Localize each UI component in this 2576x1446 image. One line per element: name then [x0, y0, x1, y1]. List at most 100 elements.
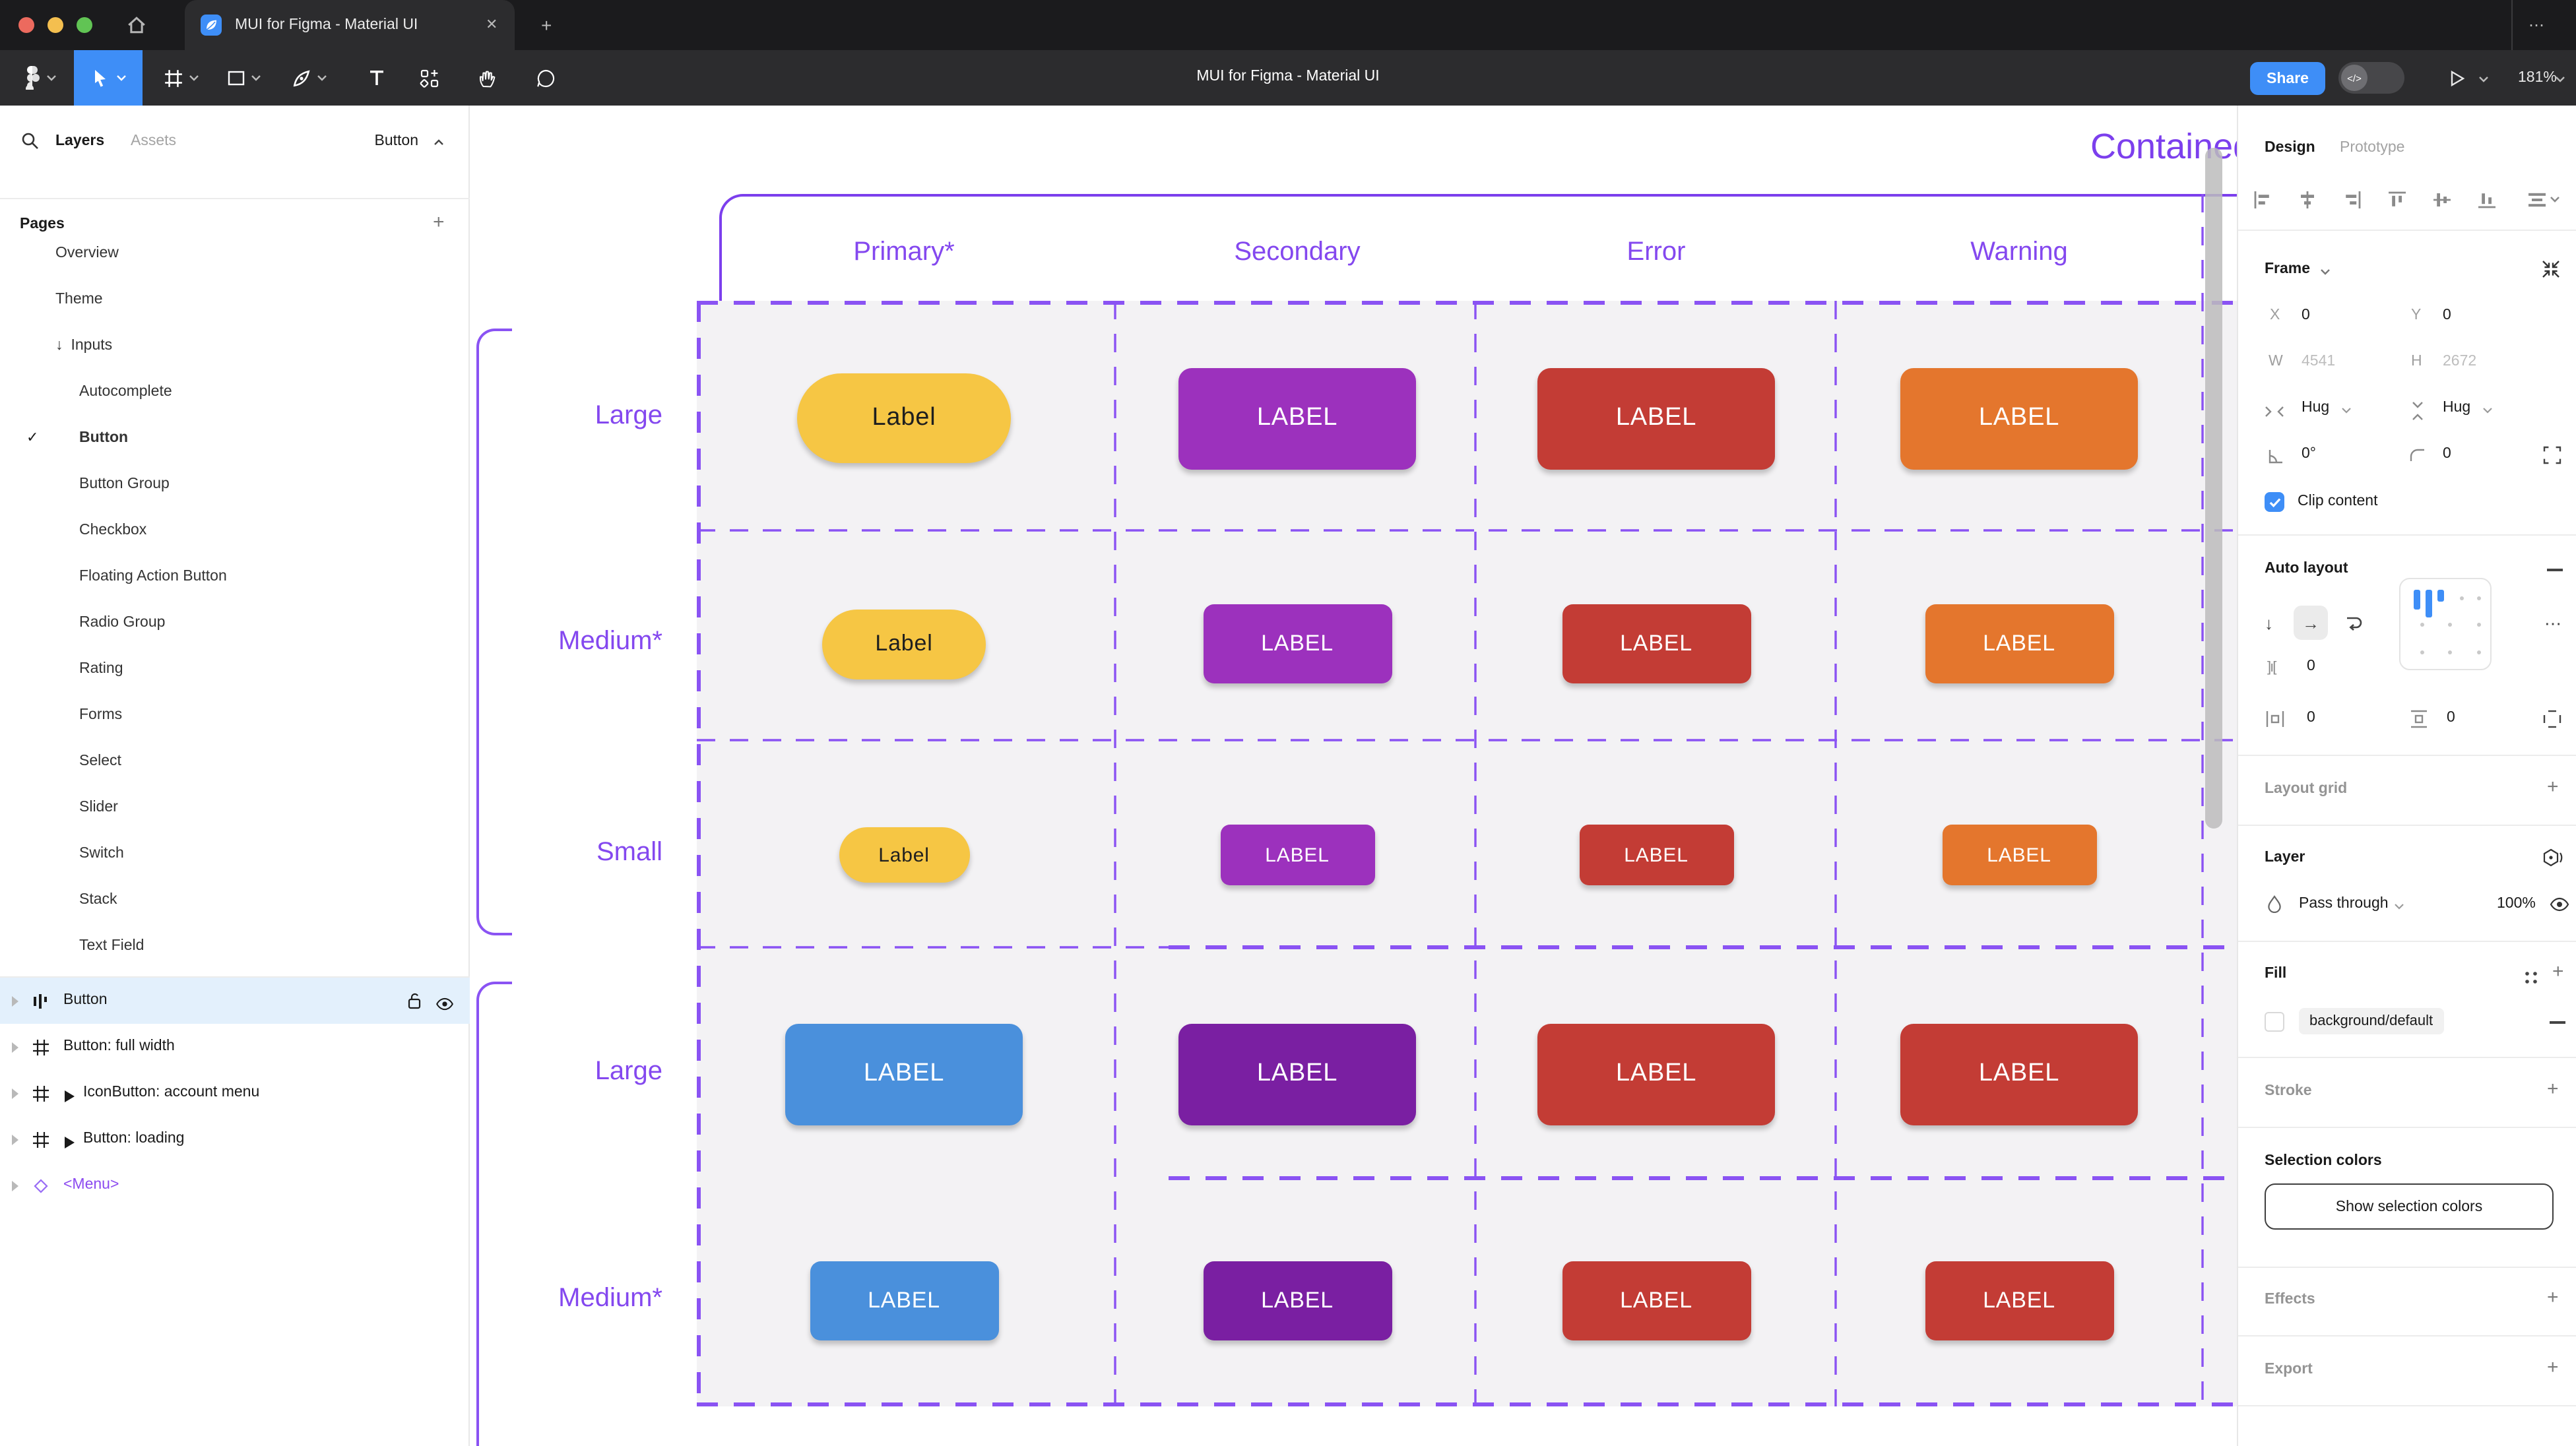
collapse-icon[interactable]	[2542, 260, 2560, 278]
x-value[interactable]: 0	[2302, 307, 2310, 323]
expand-chevron-icon[interactable]	[12, 996, 18, 1007]
window-zoom-light[interactable]	[77, 17, 92, 33]
align-top-icon[interactable]	[2389, 191, 2406, 208]
add-fill-icon[interactable]: +	[2552, 960, 2564, 983]
dev-mode-toggle[interactable]: </>	[2338, 62, 2404, 94]
canvas-button-row4-col2[interactable]: LABEL	[1178, 1023, 1416, 1125]
canvas[interactable]: Contained Primary*SecondaryErrorWarning	[470, 106, 2237, 1446]
styles-icon[interactable]	[2523, 970, 2539, 986]
canvas-button-row2-col1[interactable]: Label	[822, 609, 986, 679]
fill-color-swatch[interactable]	[2265, 1012, 2284, 1032]
tab-close-icon[interactable]: ✕	[486, 16, 498, 33]
corner-radius-value[interactable]: 0	[2443, 446, 2451, 462]
horizontal-padding-value[interactable]: 0	[2307, 710, 2315, 726]
new-tab-icon[interactable]: +	[541, 15, 552, 36]
page-item-floating-action-button[interactable]: Floating Action Button	[0, 554, 470, 600]
canvas-scrollbar[interactable]	[2205, 148, 2222, 829]
present-play-icon[interactable]	[2449, 70, 2465, 87]
window-minimize-light[interactable]	[48, 17, 63, 33]
canvas-button-row1-col2[interactable]: LABEL	[1178, 367, 1416, 469]
prototype-tab[interactable]: Prototype	[2340, 140, 2404, 156]
opacity-value[interactable]: 100%	[2497, 896, 2536, 912]
alignment-pad[interactable]	[2399, 578, 2492, 670]
clip-content-checkbox[interactable]	[2265, 492, 2284, 512]
fill-style-chip[interactable]: background/default	[2299, 1008, 2443, 1034]
layout-horizontal-selected[interactable]: →	[2294, 606, 2328, 640]
add-effect-icon[interactable]: +	[2547, 1286, 2559, 1309]
add-layout-grid-icon[interactable]: +	[2547, 776, 2559, 798]
canvas-button-row5-col1[interactable]: LABEL	[810, 1261, 998, 1340]
chevron-down-icon[interactable]	[2555, 75, 2565, 83]
expand-chevron-icon[interactable]	[12, 1135, 18, 1145]
layer-item-iconbutton-account-menu[interactable]: IconButton: account menu	[0, 1070, 470, 1116]
layer-item-button-loading[interactable]: Button: loading	[0, 1116, 470, 1162]
canvas-button-row2-col4[interactable]: LABEL	[1925, 604, 2113, 683]
remove-fill-icon[interactable]	[2550, 1021, 2565, 1023]
y-value[interactable]: 0	[2443, 307, 2451, 323]
design-tab[interactable]: Design	[2265, 140, 2315, 156]
add-export-icon[interactable]: +	[2547, 1356, 2559, 1379]
frame-section-header[interactable]: Frame	[2265, 261, 2310, 277]
home-icon[interactable]	[127, 16, 146, 34]
gap-value[interactable]: 0	[2307, 658, 2315, 674]
expand-chevron-icon[interactable]	[12, 1042, 18, 1053]
align-left-icon[interactable]	[2254, 191, 2271, 208]
page-item-switch[interactable]: Switch	[0, 831, 470, 877]
share-button[interactable]: Share	[2250, 62, 2325, 95]
canvas-button-row1-col3[interactable]: LABEL	[1537, 367, 1775, 469]
page-item-rating[interactable]: Rating	[0, 646, 470, 693]
independent-corners-icon[interactable]	[2543, 446, 2561, 464]
row-label-md-4[interactable]: Medium*	[470, 1284, 662, 1314]
eye-icon[interactable]	[435, 997, 454, 1011]
unlock-icon[interactable]	[406, 992, 422, 1009]
page-item-checkbox[interactable]: Checkbox	[0, 508, 470, 554]
page-item-radio-group[interactable]: Radio Group	[0, 600, 470, 646]
hug-vertical-value[interactable]: Hug	[2443, 400, 2470, 416]
add-page-icon[interactable]: +	[433, 211, 445, 234]
layout-vertical-icon[interactable]: ↓	[2265, 613, 2273, 633]
show-selection-colors-button[interactable]: Show selection colors	[2265, 1183, 2554, 1230]
rotation-value[interactable]: 0°	[2302, 446, 2316, 462]
chevron-down-icon[interactable]	[2478, 75, 2489, 83]
canvas-button-row3-col2[interactable]: LABEL	[1220, 825, 1374, 885]
canvas-button-row4-col3[interactable]: LABEL	[1537, 1023, 1775, 1125]
page-item-stack[interactable]: Stack	[0, 877, 470, 924]
layer-item-button[interactable]: Button	[0, 978, 470, 1024]
page-item-text-field[interactable]: Text Field	[0, 924, 470, 970]
canvas-button-row5-col2[interactable]: LABEL	[1203, 1261, 1392, 1340]
page-selector[interactable]: Button	[375, 133, 419, 149]
align-right-icon[interactable]	[2344, 191, 2361, 208]
auto-layout-more-icon[interactable]: ⋯	[2544, 613, 2561, 635]
canvas-button-row1-col1[interactable]: Label	[797, 373, 1011, 463]
canvas-button-row3-col4[interactable]: LABEL	[1942, 825, 2096, 885]
individual-padding-icon[interactable]	[2543, 710, 2561, 728]
canvas-button-row2-col2[interactable]: LABEL	[1203, 604, 1392, 683]
layer-item-button-full-width[interactable]: Button: full width	[0, 1024, 470, 1070]
page-item-select[interactable]: Select	[0, 739, 470, 785]
distribute-icon[interactable]	[2528, 191, 2560, 208]
vertical-padding-value[interactable]: 0	[2447, 710, 2455, 726]
zoom-level[interactable]: 181%	[2518, 70, 2557, 86]
align-horizontal-center-icon[interactable]	[2299, 191, 2316, 208]
page-item-overview[interactable]: Overview	[0, 231, 470, 277]
chevron-up-icon[interactable]	[433, 139, 445, 146]
hug-horizontal-value[interactable]: Hug	[2302, 400, 2329, 416]
document-title[interactable]: MUI for Figma - Material UI	[0, 69, 2576, 84]
align-vertical-center-icon[interactable]	[2433, 191, 2451, 208]
width-value[interactable]: 4541	[2302, 354, 2335, 369]
layer-item--menu-[interactable]: <Menu>	[0, 1162, 470, 1209]
expand-chevron-icon[interactable]	[12, 1088, 18, 1099]
remove-auto-layout-icon[interactable]	[2547, 569, 2563, 571]
align-bottom-icon[interactable]	[2478, 191, 2496, 208]
assets-tab[interactable]: Assets	[131, 133, 176, 149]
page-item-button[interactable]: ✓Button	[0, 416, 470, 462]
canvas-button-row2-col3[interactable]: LABEL	[1562, 604, 1751, 683]
row-label-md-1[interactable]: Medium*	[470, 627, 662, 657]
browser-tab[interactable]: MUI for Figma - Material UI ✕	[185, 0, 515, 50]
row-label-lg-0[interactable]: Large	[470, 401, 662, 431]
canvas-button-row3-col1[interactable]: Label	[839, 827, 969, 883]
add-stroke-icon[interactable]: +	[2547, 1078, 2559, 1100]
blend-mode-icon[interactable]	[2543, 848, 2563, 867]
page-item-button-group[interactable]: Button Group	[0, 462, 470, 508]
layers-tab[interactable]: Layers	[55, 133, 104, 149]
